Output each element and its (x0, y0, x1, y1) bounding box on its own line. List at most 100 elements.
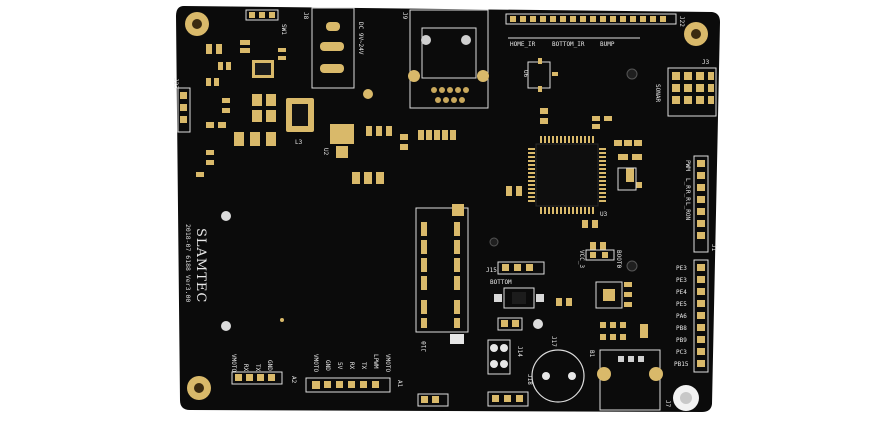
j15-header (497, 261, 545, 275)
l3-label: L3 (295, 139, 303, 146)
svg-text:GND: GND (324, 360, 331, 371)
ffc-mount-top (452, 204, 464, 216)
j22-label: J22 (678, 16, 685, 27)
ffc-pins-right (454, 222, 460, 328)
svg-text:TX: TX (360, 362, 367, 370)
j1-label: J1 (710, 244, 717, 252)
pe-pin-labels: PE3 PE3 PE4 PE5 PA6 PB8 PB9 PC3 PB15 (674, 265, 689, 368)
j9-mount-b (477, 70, 489, 82)
crystal-x1 (617, 167, 637, 191)
sonar-label: SONAR (654, 84, 661, 102)
j8-label: J8 (302, 12, 309, 20)
chip-u7 (255, 63, 271, 75)
hole-left-2 (221, 321, 231, 331)
a2-header (231, 371, 283, 385)
pe-header-pins (697, 264, 705, 367)
mounting-hole-tl (185, 12, 209, 36)
a2-pins (235, 374, 275, 381)
svg-text:R_R: R_R (684, 190, 691, 201)
svg-text:VMOTO: VMOTO (230, 354, 237, 372)
svg-text:L_R: L_R (684, 178, 691, 189)
sw1-header (245, 9, 279, 21)
hole-mid-2 (489, 237, 499, 247)
j9-mount-a (408, 70, 420, 82)
j7-mount-b (649, 367, 663, 381)
a1-label: A1 (396, 380, 403, 388)
j17-pins (501, 320, 519, 327)
svg-text:VMOTO: VMOTO (384, 354, 391, 372)
qfn-u1-outline (595, 281, 623, 309)
ffc-mount-bottom (450, 334, 464, 344)
ffc-connector-outline (415, 207, 469, 333)
j1-header-outline (693, 155, 709, 253)
pe-header-outline (693, 259, 709, 373)
svg-text:LPWM: LPWM (372, 354, 379, 369)
boot0-pins (590, 252, 608, 258)
b1-label: B1 (588, 350, 595, 358)
testpoint-u6 (626, 68, 638, 80)
mounting-hole-bl (187, 376, 211, 400)
mcu-pins-bottom (540, 207, 594, 214)
svg-text:5V: 5V (336, 362, 343, 370)
bump-label: BUMP (600, 41, 615, 48)
smd-cluster-u1 (556, 282, 648, 340)
sw1-pins (249, 12, 275, 18)
u2-label: U2 (322, 148, 329, 156)
j9-inner (421, 27, 477, 79)
inductor-l3-core (292, 104, 308, 126)
j18-header (487, 391, 529, 407)
j1-pins (697, 160, 705, 239)
j17-header (497, 317, 523, 331)
a2-label: A2 (290, 376, 297, 384)
svg-text:PB15: PB15 (674, 361, 689, 368)
mcu-pins-right (599, 148, 606, 202)
j18-pins (492, 395, 523, 402)
j9-pad-b (461, 35, 471, 45)
j13-header (417, 393, 449, 407)
a1-header (305, 377, 391, 393)
ffc-pins-left (421, 222, 427, 328)
dc-jack-outline (311, 7, 355, 89)
a1-pin-labels: VMOTO GND 5V RX TX LPWM VMOTO (312, 354, 391, 372)
boot0-label: BOOT0 (615, 250, 622, 268)
gnd-testpoint-mid (626, 260, 638, 272)
svg-text:PWM: PWM (684, 160, 691, 171)
u3-label: U3 (600, 211, 608, 218)
gnd-testpoint-top (363, 89, 373, 99)
svg-text:PE3: PE3 (676, 277, 687, 284)
u6-label: U6 (522, 70, 529, 78)
j15-label: J15 (486, 267, 497, 274)
sonar-header-outline (667, 67, 717, 117)
bottom-switch-outline (503, 287, 535, 309)
j10-label: J10 (421, 341, 428, 352)
svg-text:TX: TX (254, 364, 261, 372)
j3-label: J3 (702, 59, 710, 66)
smd-cluster-mid (352, 126, 456, 184)
j14-pins (490, 344, 508, 368)
svg-text:L_RON: L_RON (684, 202, 691, 220)
testpoint-j17 (533, 319, 543, 329)
j23-label: J23 (172, 78, 179, 89)
dc-in-label: DC 9V~24V (357, 22, 364, 55)
regulator-u2-tab (336, 146, 348, 158)
vcc3-label: VCC_3 (578, 250, 585, 268)
mcu-u3-body (535, 143, 599, 207)
svg-text:PC3: PC3 (676, 349, 687, 356)
sonar-pins (672, 72, 714, 104)
svg-text:PB8: PB8 (676, 325, 687, 332)
home-ir-label: HOME_IR (510, 41, 536, 48)
bottom-ir-label: BOTTOM_IR (552, 41, 585, 48)
mounting-hole-br (673, 385, 699, 411)
bottom-switch-body (512, 292, 526, 304)
mcu-pins-top (540, 136, 594, 143)
svg-text:PE4: PE4 (676, 289, 687, 296)
dc-jack-pad-3 (326, 22, 340, 31)
j7-connector-outline (599, 349, 661, 411)
buzzer-pin-a (542, 372, 550, 380)
j22-pins (510, 16, 666, 22)
a2-pin-labels: VMOTO RX TX GND (230, 354, 273, 372)
svg-text:RX: RX (242, 364, 249, 372)
svg-text:GND: GND (266, 360, 273, 371)
bottom-label: BOTTOM (490, 279, 512, 286)
